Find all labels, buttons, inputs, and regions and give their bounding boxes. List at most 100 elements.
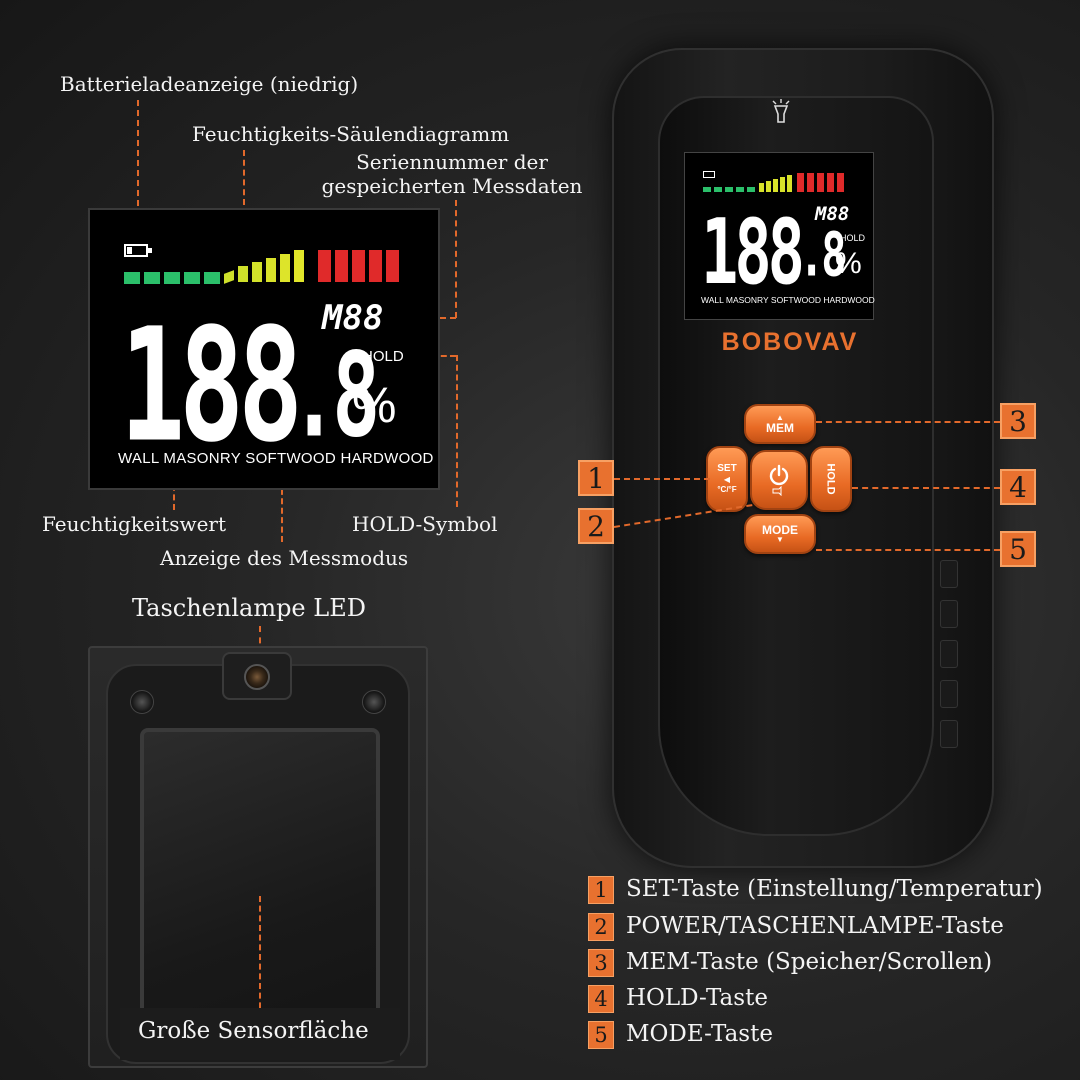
small-bar-g1 xyxy=(703,187,711,192)
bar-yellow-3 xyxy=(252,262,262,282)
legend-num-1: 1 xyxy=(588,876,614,904)
set-button[interactable]: SET ◀ °C/°F xyxy=(706,446,748,512)
moisture-decimal: .8 xyxy=(290,328,380,463)
legend-num-5: 5 xyxy=(588,1021,614,1049)
small-bar-y3 xyxy=(773,179,778,192)
bar-red-1 xyxy=(318,250,331,282)
small-bar-g2 xyxy=(714,187,722,192)
label-serial-line1: Seriennummer der xyxy=(356,150,548,174)
small-percent: % xyxy=(835,247,862,280)
leader-callout-5 xyxy=(816,549,1000,551)
leader-callout-1 xyxy=(614,478,710,480)
screw-left-icon xyxy=(130,690,154,714)
leader-mode xyxy=(281,470,283,542)
callout-2: 2 xyxy=(578,508,614,544)
legend-text-2: POWER/TASCHENLAMPE-Taste xyxy=(626,913,1004,939)
percent-sign: % xyxy=(352,377,397,433)
label-battery: Batterieladeanzeige (niedrig) xyxy=(60,72,359,96)
screw-right-icon xyxy=(362,690,386,714)
bar-yellow-6 xyxy=(294,250,304,282)
power-flashlight-button[interactable] xyxy=(750,450,808,510)
brand-logo: BOBOVAV xyxy=(721,328,859,356)
down-arrow-icon: ▼ xyxy=(776,535,784,544)
flashlight-led-icon xyxy=(244,664,270,690)
leader-serial-v xyxy=(455,200,457,318)
callout-4: 4 xyxy=(1000,469,1036,505)
bar-yellow-4 xyxy=(266,258,276,282)
small-bar-r5 xyxy=(837,173,844,192)
callout-1: 1 xyxy=(578,460,614,496)
lcd-display-enlarged: 188 .8 % M88 HOLD WALL MASONRY SOFTWOOD … xyxy=(88,208,440,490)
small-bar-y1 xyxy=(759,183,764,192)
power-icon xyxy=(769,464,789,486)
mode-button[interactable]: MODE ▼ xyxy=(744,514,816,554)
hold-button[interactable]: HOLD xyxy=(810,446,852,512)
bar-red-3 xyxy=(352,250,365,282)
up-arrow-icon: ▲ xyxy=(776,413,784,422)
moisture-digits: 188 xyxy=(120,296,303,478)
left-arrow-icon: ◀ xyxy=(723,475,731,485)
small-bar-r3 xyxy=(817,173,824,192)
small-bar-r4 xyxy=(827,173,834,192)
label-serial: Seriennummer der gespeicherten Messdaten xyxy=(312,150,592,198)
side-grip-2 xyxy=(940,600,958,628)
bar-green-3 xyxy=(164,272,180,284)
side-grip-5 xyxy=(940,720,958,748)
small-decimal: .8 xyxy=(799,219,847,291)
label-sensor-area: Große Sensorfläche xyxy=(138,1018,369,1044)
legend-text-1: SET-Taste (Einstellung/Temperatur) xyxy=(626,876,1043,902)
legend-num-4: 4 xyxy=(588,985,614,1013)
small-hold: HOLD xyxy=(840,233,866,243)
memory-indicator: M88 xyxy=(322,298,384,338)
legend-text-4: HOLD-Taste xyxy=(626,985,768,1011)
legend-num-3: 3 xyxy=(588,949,614,977)
legend-text-5: MODE-Taste xyxy=(626,1021,773,1047)
bar-green-2 xyxy=(144,272,160,284)
side-grip-3 xyxy=(940,640,958,668)
small-bar-g5 xyxy=(747,187,755,192)
label-mode-display: Anzeige des Messmodus xyxy=(160,546,409,570)
callout-3: 3 xyxy=(1000,403,1036,439)
side-grip-1 xyxy=(940,560,958,588)
bar-green-1 xyxy=(124,272,140,284)
bar-yellow-1 xyxy=(224,270,234,284)
bar-green-4 xyxy=(184,272,200,284)
bar-yellow-5 xyxy=(280,254,290,282)
bar-green-5 xyxy=(204,272,220,284)
bar-yellow-2 xyxy=(238,266,248,282)
leader-bar-graph xyxy=(243,150,245,254)
label-bar-graph: Feuchtigkeits-Säulendiagramm xyxy=(192,122,510,146)
small-memory: M88 xyxy=(815,203,850,225)
small-bar-g4 xyxy=(736,187,744,192)
small-bar-y5 xyxy=(787,175,792,192)
small-bar-r1 xyxy=(797,173,804,192)
hold-indicator: HOLD xyxy=(362,348,404,365)
small-bar-r2 xyxy=(807,173,814,192)
label-flashlight: Taschenlampe LED xyxy=(132,594,366,622)
bar-red-4 xyxy=(369,250,382,282)
legend-text-3: MEM-Taste (Speicher/Scrollen) xyxy=(626,949,993,975)
small-bar-y2 xyxy=(766,181,771,192)
leader-battery xyxy=(137,100,139,216)
flashlight-symbol-icon xyxy=(772,99,790,123)
mem-button[interactable]: ▲ MEM xyxy=(744,404,816,444)
label-moisture-value: Feuchtigkeitswert xyxy=(42,512,227,536)
label-serial-line2: gespeicherten Messdaten xyxy=(321,174,583,198)
small-digits: 188 xyxy=(701,199,805,305)
flashlight-small-icon xyxy=(772,486,782,496)
sensor-label-bg xyxy=(120,1008,400,1060)
side-grip-4 xyxy=(940,680,958,708)
leader-callout-3 xyxy=(816,421,1000,423)
bar-red-2 xyxy=(335,250,348,282)
small-bar-g3 xyxy=(725,187,733,192)
small-battery-icon xyxy=(703,171,715,178)
callout-5: 5 xyxy=(1000,531,1036,567)
leader-hold-v xyxy=(456,355,458,507)
leader-sensor xyxy=(259,896,261,1018)
measurement-modes: WALL MASONRY SOFTWOOD HARDWOOD xyxy=(118,450,434,467)
small-bar-y4 xyxy=(780,177,785,192)
battery-icon xyxy=(124,244,152,257)
bar-red-5 xyxy=(386,250,399,282)
lcd-display: 188 .8 % M88 HOLD WALL MASONRY SOFTWOOD … xyxy=(684,152,875,320)
small-modes: WALL MASONRY SOFTWOOD HARDWOOD xyxy=(701,295,875,305)
